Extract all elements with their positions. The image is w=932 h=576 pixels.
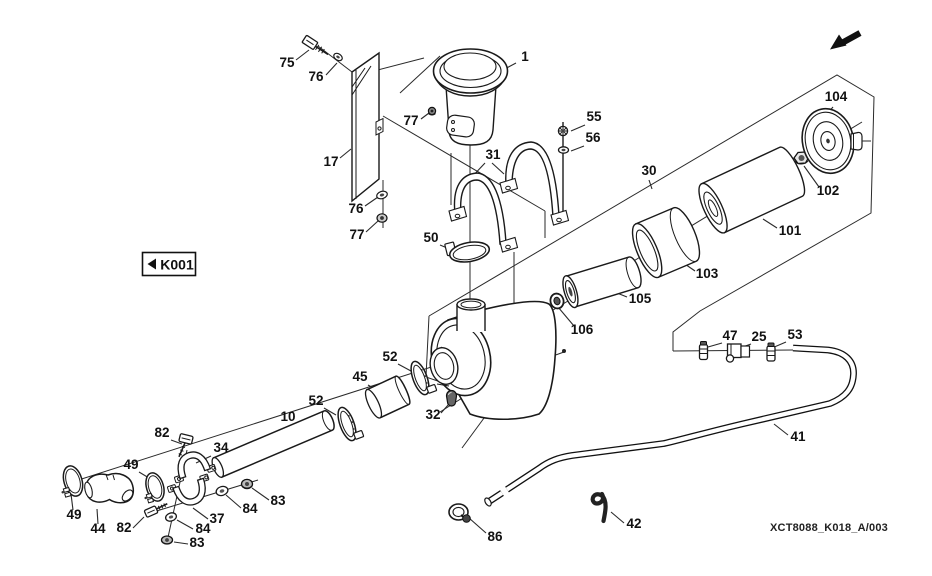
k001-reference-box[interactable]: K001: [141, 251, 197, 277]
part-31-straps: [448, 141, 570, 253]
part-45-hose: [364, 375, 411, 419]
part-label-82: 82: [116, 520, 131, 535]
part-label-30: 30: [641, 163, 656, 178]
part-56-washer: [557, 146, 570, 154]
part-label-1: 1: [521, 49, 529, 64]
part-label-52: 52: [382, 349, 397, 364]
part-label-34: 34: [213, 440, 229, 455]
part-10-pipe: [211, 409, 335, 479]
part-label-50: 50: [423, 230, 438, 245]
part-label-77: 77: [403, 113, 418, 128]
part-label-84: 84: [242, 501, 258, 516]
air-cleaner-body: [429, 298, 557, 420]
part-label-32: 32: [425, 407, 440, 422]
part-47-fitting: [698, 341, 709, 361]
part-49-clamp-left: [61, 465, 84, 498]
left-triangle-icon: [147, 258, 156, 270]
part-label-37: 37: [209, 511, 224, 526]
k001-label: K001: [160, 257, 194, 273]
part-82-bolt-upper: [178, 433, 194, 458]
part-label-44: 44: [90, 521, 106, 536]
part-label-77: 77: [349, 227, 364, 242]
part-17-mount-plate: [351, 51, 384, 203]
part-label-17: 17: [323, 154, 338, 169]
part-103-sleeve: [631, 206, 701, 279]
part-label-84: 84: [195, 521, 211, 536]
part-label-56: 56: [585, 130, 601, 145]
part-label-25: 25: [751, 329, 767, 344]
part-84-washer-lower: [164, 512, 178, 522]
part-label-49: 49: [66, 507, 81, 522]
part-label-55: 55: [586, 109, 602, 124]
part-104-end-cover: [801, 107, 871, 175]
part-32-plug: [445, 389, 458, 407]
part-83-nut-right: [240, 478, 254, 490]
part-86-clamp: [448, 503, 471, 523]
part-83-nut-lower: [160, 535, 174, 545]
part-76-washer-upper: [333, 52, 343, 62]
part-41-tube: [484, 344, 857, 507]
part-75-bolt: [301, 34, 329, 56]
part-label-31: 31: [485, 147, 501, 162]
figure-code: XCT8088_K018_A/003: [770, 522, 888, 534]
part-37-saddle-lower: [167, 473, 210, 506]
part-label-45: 45: [352, 369, 368, 384]
part-label-10: 10: [280, 409, 295, 424]
part-label-82: 82: [154, 425, 169, 440]
part-84-washer-right: [215, 485, 229, 497]
part-34-saddle-upper: [174, 451, 217, 484]
part-label-106: 106: [571, 322, 594, 337]
part-label-49: 49: [123, 457, 138, 472]
part-77-nut-lower: [376, 213, 388, 223]
part-label-102: 102: [817, 183, 840, 198]
part-76-washer-lower: [376, 190, 388, 200]
part-42-hook-clip: [590, 491, 608, 524]
part-52-clamp-lower: [337, 406, 365, 442]
part-label-101: 101: [779, 223, 802, 238]
part-label-52: 52: [308, 393, 323, 408]
part-number-labels: 75 76 1 77 17 76 77 31 55 56 30 104 102 101 103 105 106 5…: [66, 49, 847, 550]
part-label-83: 83: [270, 493, 286, 508]
part-52-clamp-upper: [410, 360, 438, 396]
part-label-41: 41: [790, 429, 806, 444]
part-label-86: 86: [487, 529, 503, 544]
part-101-filter-element: [698, 146, 806, 234]
part-label-104: 104: [825, 89, 848, 104]
part-1-precleaner-cap: [432, 48, 509, 146]
part-105-tube: [562, 256, 642, 309]
part-55-nut: [557, 125, 569, 137]
part-label-75: 75: [279, 55, 295, 70]
part-77-nut-upper: [427, 106, 437, 116]
part-25-connector: [725, 343, 751, 363]
part-label-76: 76: [308, 69, 324, 84]
part-label-103: 103: [696, 266, 719, 281]
part-label-47: 47: [722, 328, 737, 343]
part-label-105: 105: [629, 291, 652, 306]
part-106-grommet: [549, 292, 565, 310]
orientation-arrow-icon: [830, 30, 862, 50]
part-53-fitting: [766, 342, 776, 362]
part-label-76: 76: [348, 201, 364, 216]
part-label-42: 42: [626, 516, 641, 531]
part-49-clamp-right: [144, 472, 165, 504]
part-44-elbow-hose: [84, 472, 135, 504]
part-50-clamp: [444, 241, 491, 263]
part-label-53: 53: [787, 327, 803, 342]
part-82-bolt-lower: [143, 503, 168, 518]
part-label-83: 83: [189, 535, 205, 550]
